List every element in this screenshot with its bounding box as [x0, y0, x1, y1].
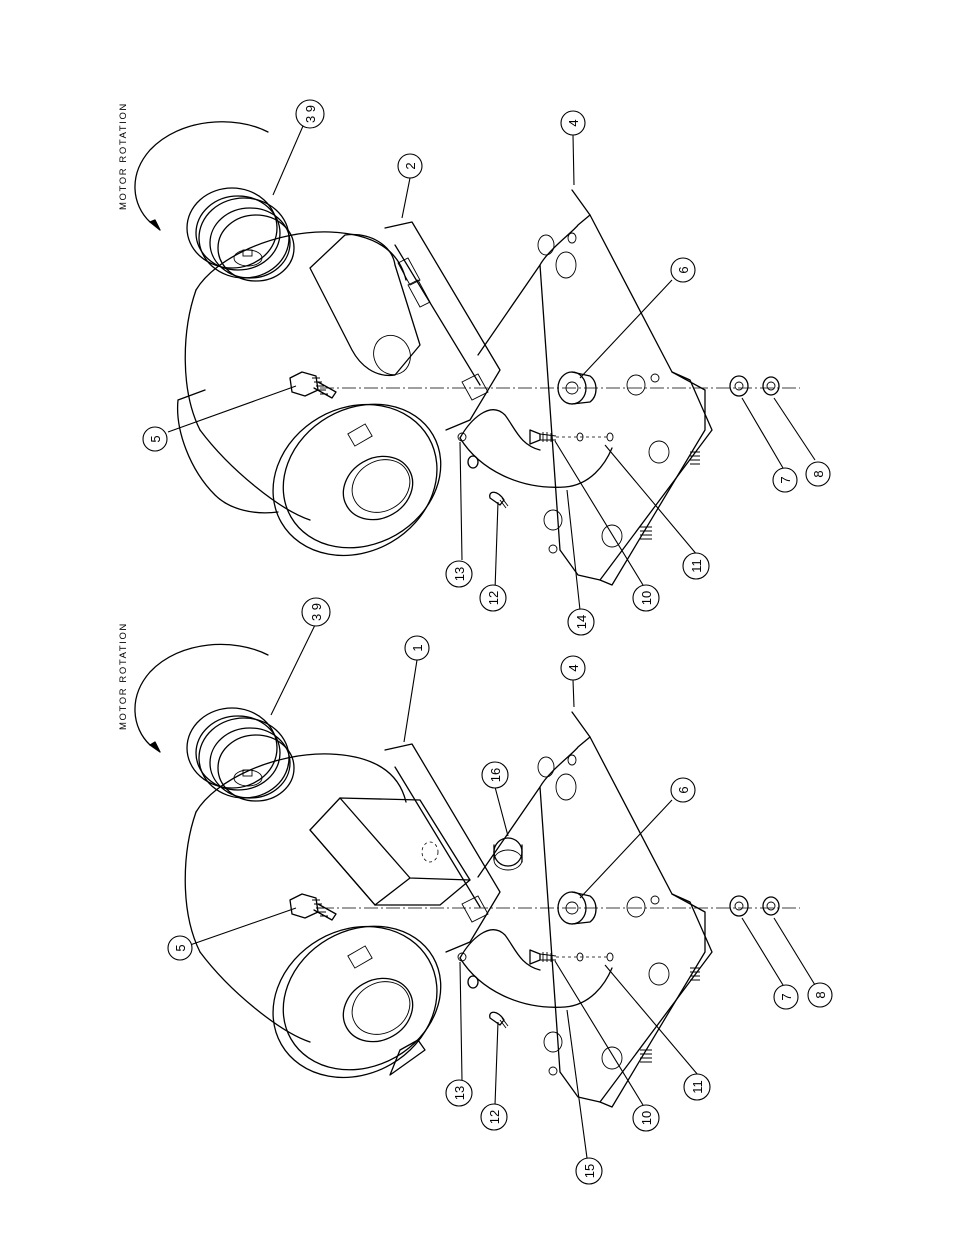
- ground-screw: [529, 949, 614, 965]
- balloon-t5: 5: [142, 426, 168, 452]
- ground-wire: [457, 929, 613, 1008]
- balloon-b7: 7: [773, 984, 799, 1010]
- cap-screw: [289, 893, 337, 921]
- motor-body: [176, 231, 442, 557]
- top-leaders: [167, 125, 816, 611]
- svg-text:16: 16: [488, 768, 503, 782]
- terminal-screw: [489, 1011, 509, 1029]
- balloon-b1: 1: [404, 635, 430, 661]
- balloon-t8: 8: [805, 461, 831, 487]
- balloon-b13: 13: [445, 1079, 473, 1107]
- svg-text:4: 4: [566, 664, 581, 671]
- nut: [762, 896, 780, 916]
- balloon-t2: 2: [397, 153, 423, 179]
- base-plate: [477, 189, 713, 586]
- motor-rotation-arrow: [134, 121, 269, 231]
- svg-text:7: 7: [778, 476, 793, 483]
- svg-text:10: 10: [639, 591, 654, 605]
- motor-mount-bracket: [384, 221, 501, 431]
- svg-text:6: 6: [676, 786, 691, 793]
- balloon-t14: 14: [567, 608, 595, 636]
- spacer: [557, 371, 597, 405]
- svg-text:7: 7: [779, 993, 794, 1000]
- balloon-t12: 12: [479, 584, 507, 612]
- svg-text:11: 11: [690, 1080, 705, 1094]
- svg-text:12: 12: [487, 1110, 502, 1124]
- balloon-b10: 10: [632, 1104, 660, 1132]
- svg-text:4: 4: [566, 119, 581, 126]
- bushing: [493, 837, 523, 871]
- ground-screw: [529, 429, 614, 445]
- balloon-b4: 4: [560, 655, 586, 681]
- balloon-t4: 4: [560, 110, 586, 136]
- nut: [762, 376, 780, 396]
- motor-rotation-label: MOTOR ROTATION: [118, 622, 129, 730]
- bottom-assembly-drawing: MOTOR ROTATION: [118, 622, 816, 1159]
- svg-text:13: 13: [452, 1086, 467, 1100]
- washer: [729, 895, 749, 917]
- motor-rotation-arrow: [134, 643, 269, 753]
- balloon-b15: 15: [575, 1157, 603, 1185]
- pulley-sheave: [186, 707, 295, 802]
- balloon-t10: 10: [632, 584, 660, 612]
- base-plate: [477, 711, 713, 1108]
- motor-rotation-label: MOTOR ROTATION: [118, 102, 129, 210]
- star-washer: [467, 975, 479, 989]
- svg-text:11: 11: [689, 559, 704, 573]
- svg-text:3 9: 3 9: [309, 603, 324, 621]
- balloon-b11: 11: [683, 1073, 711, 1101]
- svg-text:5: 5: [173, 944, 188, 951]
- top-assembly-drawing: MOTOR ROTATION: [118, 102, 816, 611]
- pulley-sheave: [186, 187, 295, 282]
- bottom-leaders: [189, 624, 816, 1159]
- terminal-screw: [489, 491, 509, 509]
- svg-text:8: 8: [811, 470, 826, 477]
- balloon-b8: 8: [807, 982, 833, 1008]
- balloon-t39: 3 9: [295, 99, 325, 129]
- svg-text:14: 14: [574, 615, 589, 629]
- balloon-b12: 12: [480, 1103, 508, 1131]
- ground-wire: [457, 409, 613, 488]
- balloon-b16: 16: [481, 761, 509, 789]
- svg-text:2: 2: [403, 162, 418, 169]
- svg-text:1: 1: [410, 644, 425, 651]
- balloon-b6: 6: [670, 777, 696, 803]
- svg-text:6: 6: [676, 266, 691, 273]
- motor-body: [184, 753, 471, 1079]
- svg-text:3 9: 3 9: [303, 105, 318, 123]
- balloon-b39: 3 9: [301, 597, 331, 627]
- spacer: [557, 891, 597, 925]
- svg-text:5: 5: [148, 435, 163, 442]
- washer: [729, 375, 749, 397]
- balloon-t11: 11: [682, 552, 710, 580]
- svg-text:15: 15: [582, 1164, 597, 1178]
- star-washer: [467, 455, 479, 469]
- cap-screw: [289, 371, 337, 399]
- balloon-t7: 7: [772, 467, 798, 493]
- svg-text:12: 12: [486, 591, 501, 605]
- svg-text:8: 8: [813, 991, 828, 998]
- svg-text:13: 13: [452, 567, 467, 581]
- motor-mount-bracket: [384, 743, 501, 953]
- svg-text:10: 10: [639, 1111, 654, 1125]
- balloon-b5: 5: [167, 935, 193, 961]
- balloon-t13: 13: [445, 560, 473, 588]
- balloon-t6: 6: [670, 257, 696, 283]
